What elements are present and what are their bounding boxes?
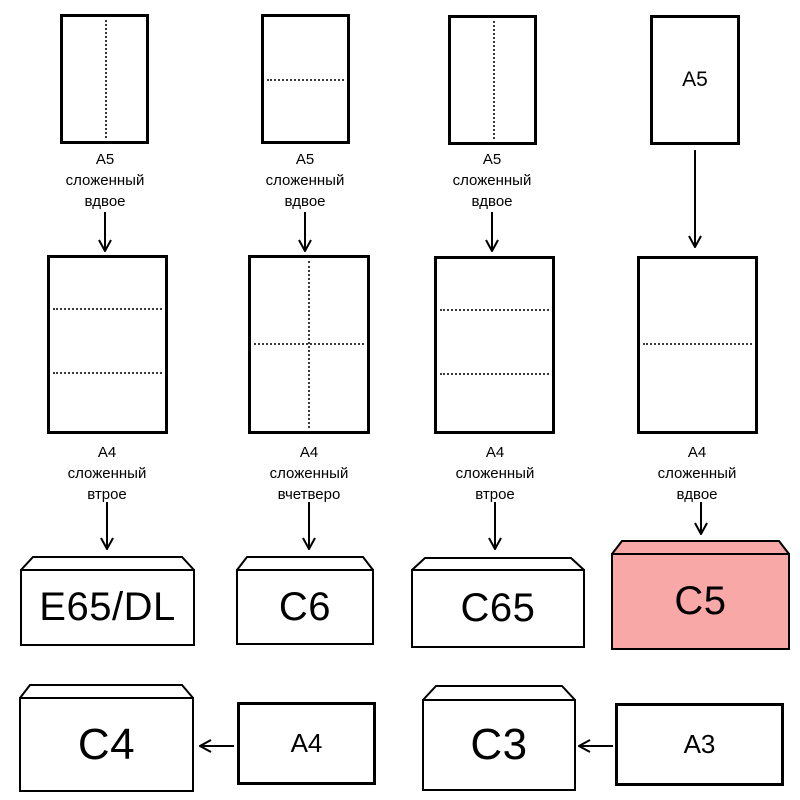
paper-a4-col4	[637, 256, 758, 434]
envelope-shape	[19, 684, 194, 792]
paper-a3-source: A3	[615, 703, 784, 786]
paper-a4-col2	[248, 255, 370, 434]
arrow-down-icon	[693, 502, 709, 540]
fold-line-horizontal	[53, 308, 162, 311]
envelope-c65: C65	[411, 557, 585, 648]
paper-a5-col1	[60, 14, 149, 144]
envelope-label: C4	[77, 719, 136, 769]
fold-line-horizontal	[254, 342, 364, 345]
paper-a5-col4: A5	[650, 15, 740, 145]
arrow-down-icon	[297, 212, 313, 257]
arrow-down-icon	[301, 502, 317, 555]
paper-a4-col3	[434, 256, 555, 434]
envelope-shape	[236, 556, 374, 645]
paper-a4-source: A4	[237, 702, 376, 785]
fold-line-horizontal	[267, 79, 344, 81]
arrow-down-icon	[99, 502, 115, 555]
fold-line-horizontal	[643, 343, 752, 346]
envelope-e65dl: E65/DL	[20, 556, 195, 646]
envelope-label: C6	[278, 584, 332, 629]
envelope-label: E65/DL	[39, 585, 176, 629]
paper-a5-col3	[448, 15, 537, 145]
envelope-label: C3	[470, 720, 528, 769]
envelope-c6: C6	[236, 556, 374, 645]
paper-a5-col2	[261, 14, 350, 144]
caption-a5-col3: A5 сложенный вдвое	[452, 151, 532, 210]
caption-a5-col1: A5 сложенный вдвое	[65, 151, 145, 210]
paper-label: A3	[683, 729, 716, 759]
arrow-left-icon	[197, 738, 235, 759]
arrow-down-icon	[97, 212, 113, 257]
envelope-shape	[611, 540, 790, 650]
envelope-shape	[20, 556, 195, 646]
envelope-c4: C4	[19, 684, 194, 792]
paper-a4-col1	[47, 255, 168, 434]
arrow-left-icon	[576, 738, 614, 759]
paper-label: A4	[290, 728, 323, 758]
caption-a4-col1: A4 сложенный втрое	[67, 444, 147, 503]
caption-a5-col2: A5 сложенный вдвое	[265, 151, 345, 210]
fold-line-vertical	[104, 20, 107, 138]
paper-inner-label: A5	[682, 68, 708, 91]
fold-line-vertical	[492, 21, 495, 139]
arrow-down-icon	[484, 212, 500, 257]
caption-a4-col4: A4 сложенный вдвое	[657, 444, 737, 503]
fold-line-horizontal	[440, 308, 549, 311]
arrow-down-icon	[487, 502, 503, 555]
caption-a4-col2: A4 сложенный вчетверо	[269, 444, 349, 503]
envelope-shape	[411, 557, 585, 648]
fold-line-horizontal	[53, 372, 162, 375]
caption-a4-col3: A4 сложенный втрое	[455, 444, 535, 503]
arrow-down-icon	[687, 150, 703, 253]
envelope-shape	[422, 685, 576, 791]
envelope-c5-highlighted: C5	[611, 540, 790, 650]
fold-line-horizontal	[440, 372, 549, 375]
envelope-label: C65	[460, 586, 536, 630]
envelope-c3: C3	[422, 685, 576, 791]
envelope-label: C5	[674, 579, 727, 623]
